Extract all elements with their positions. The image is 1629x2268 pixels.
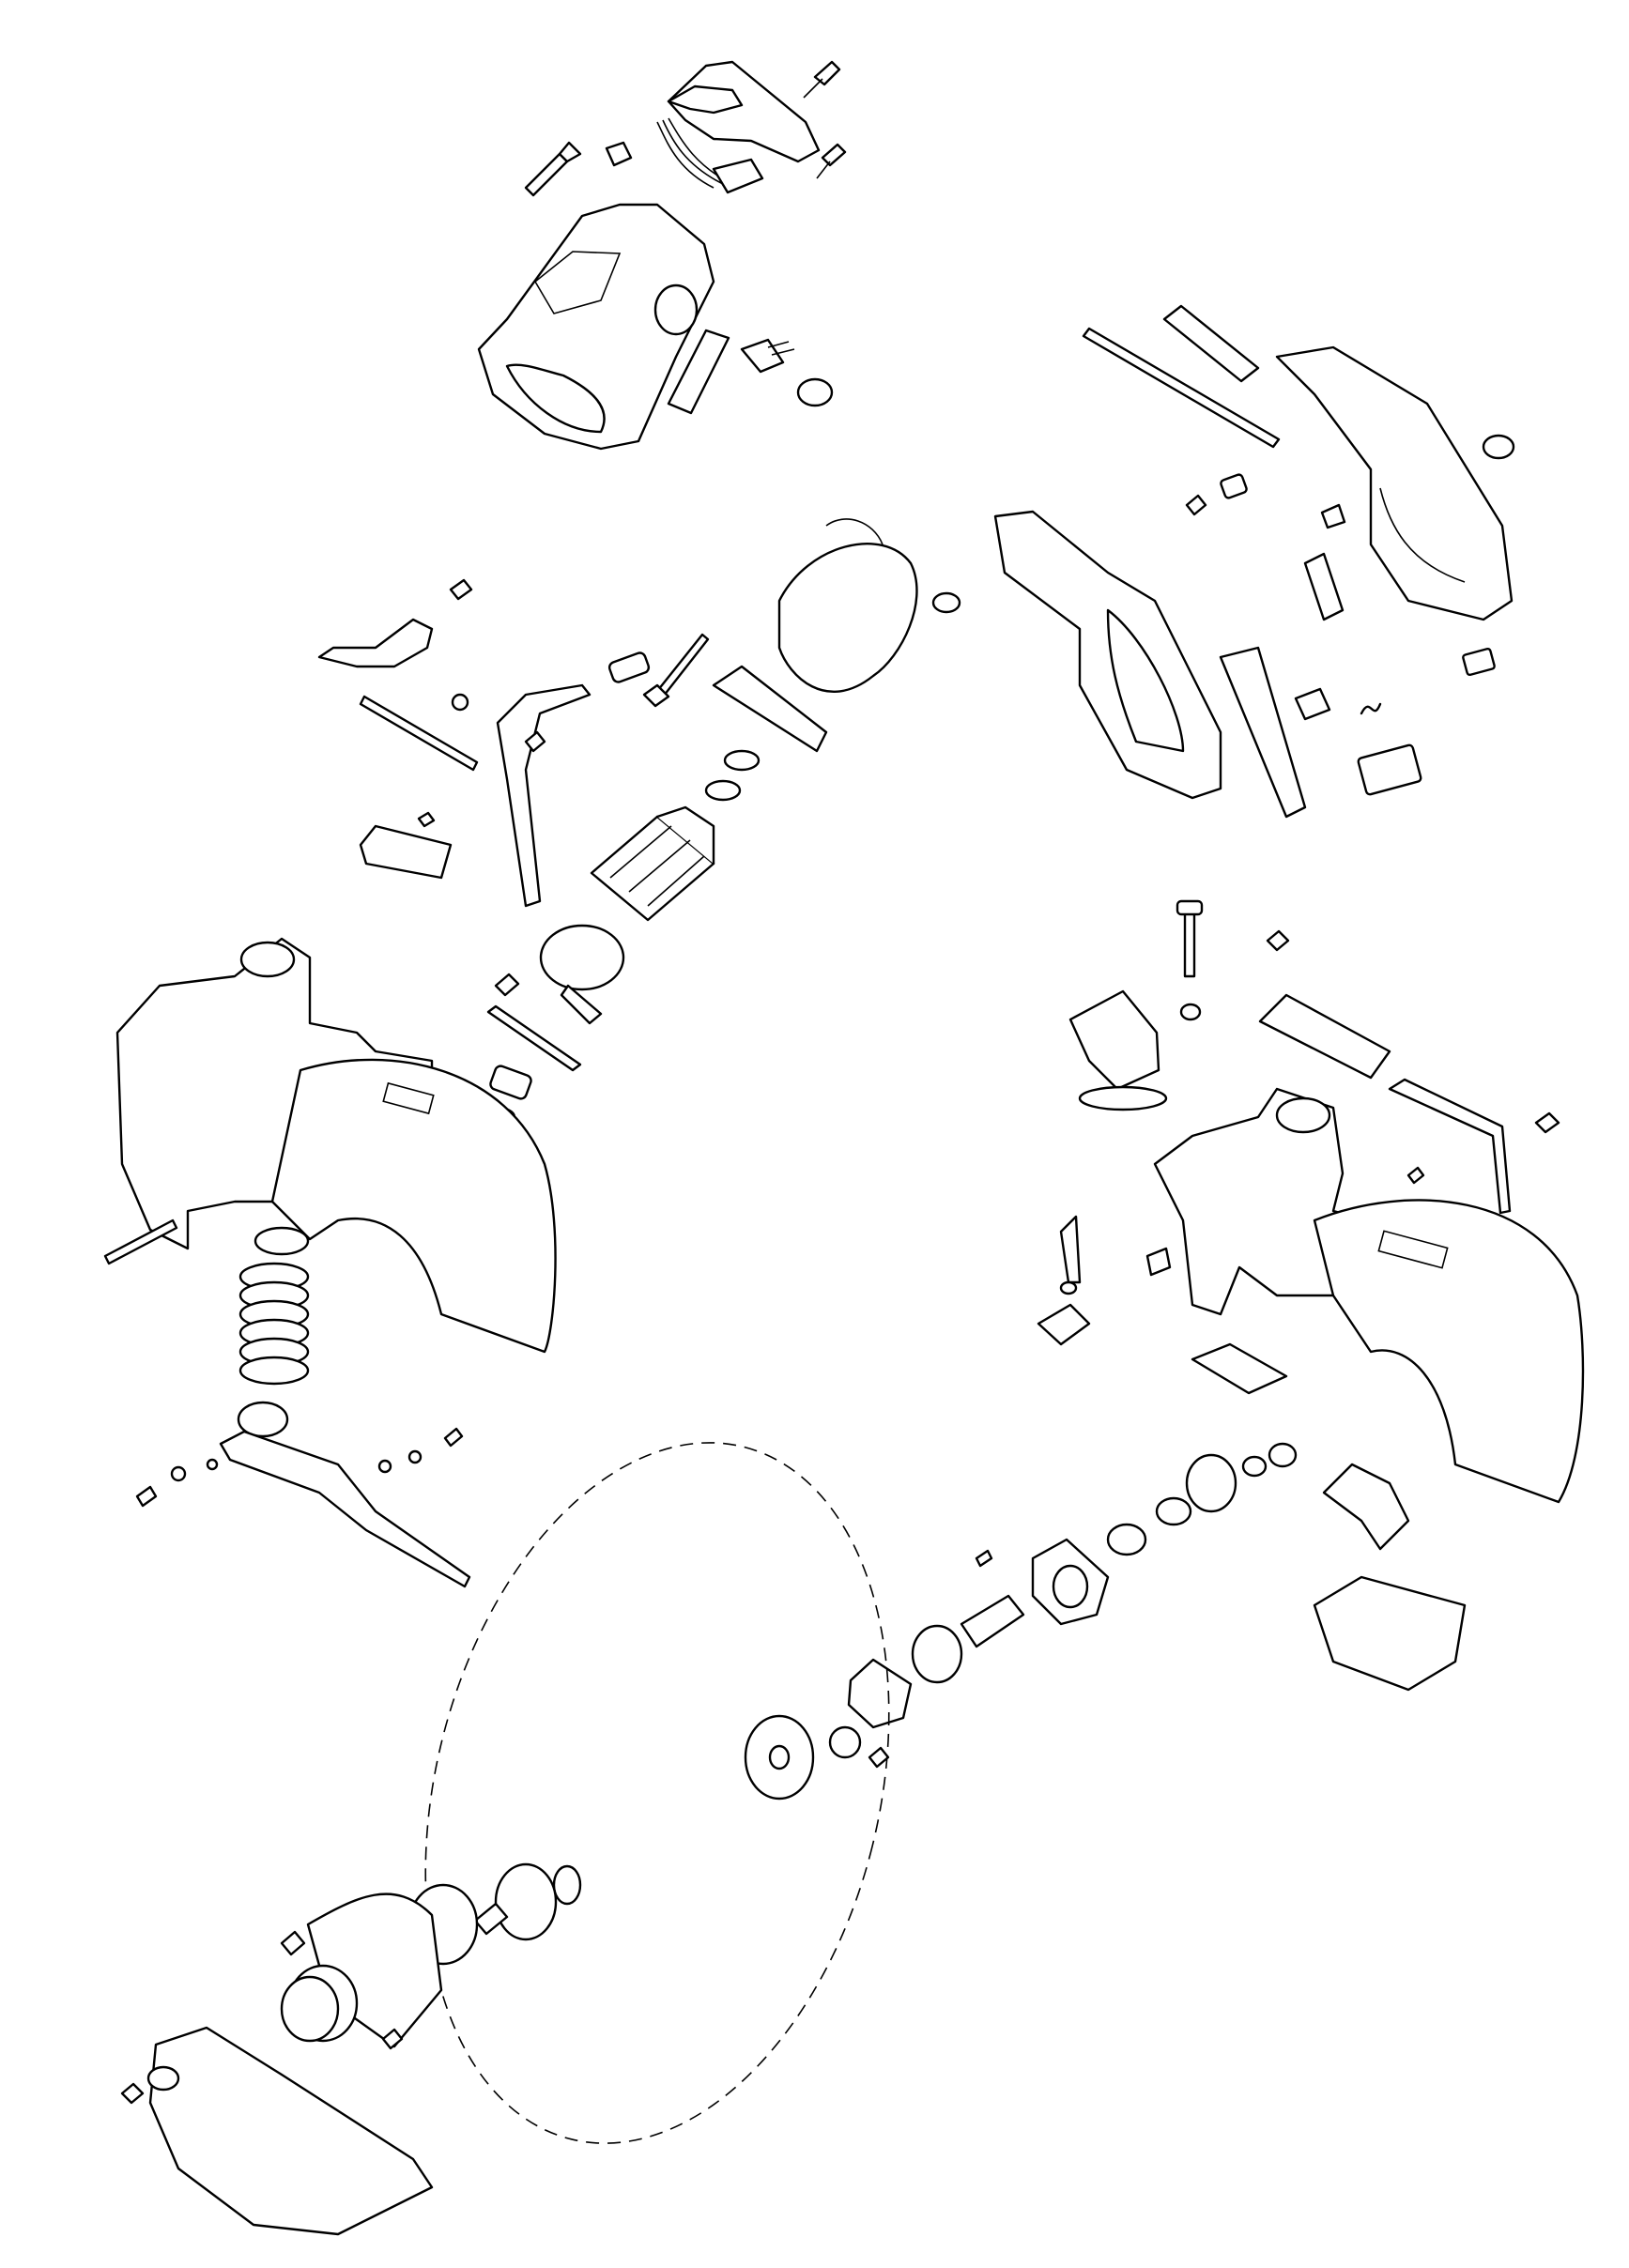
linkage-group (317, 578, 651, 908)
left-housing-group (103, 937, 557, 1588)
motor-housing-group (477, 60, 847, 451)
armature-group (479, 518, 961, 1128)
handle-group (993, 304, 1515, 819)
spindle-group (120, 1442, 1298, 2236)
spring (238, 1262, 310, 1386)
right-housing-group (1037, 899, 1585, 1692)
